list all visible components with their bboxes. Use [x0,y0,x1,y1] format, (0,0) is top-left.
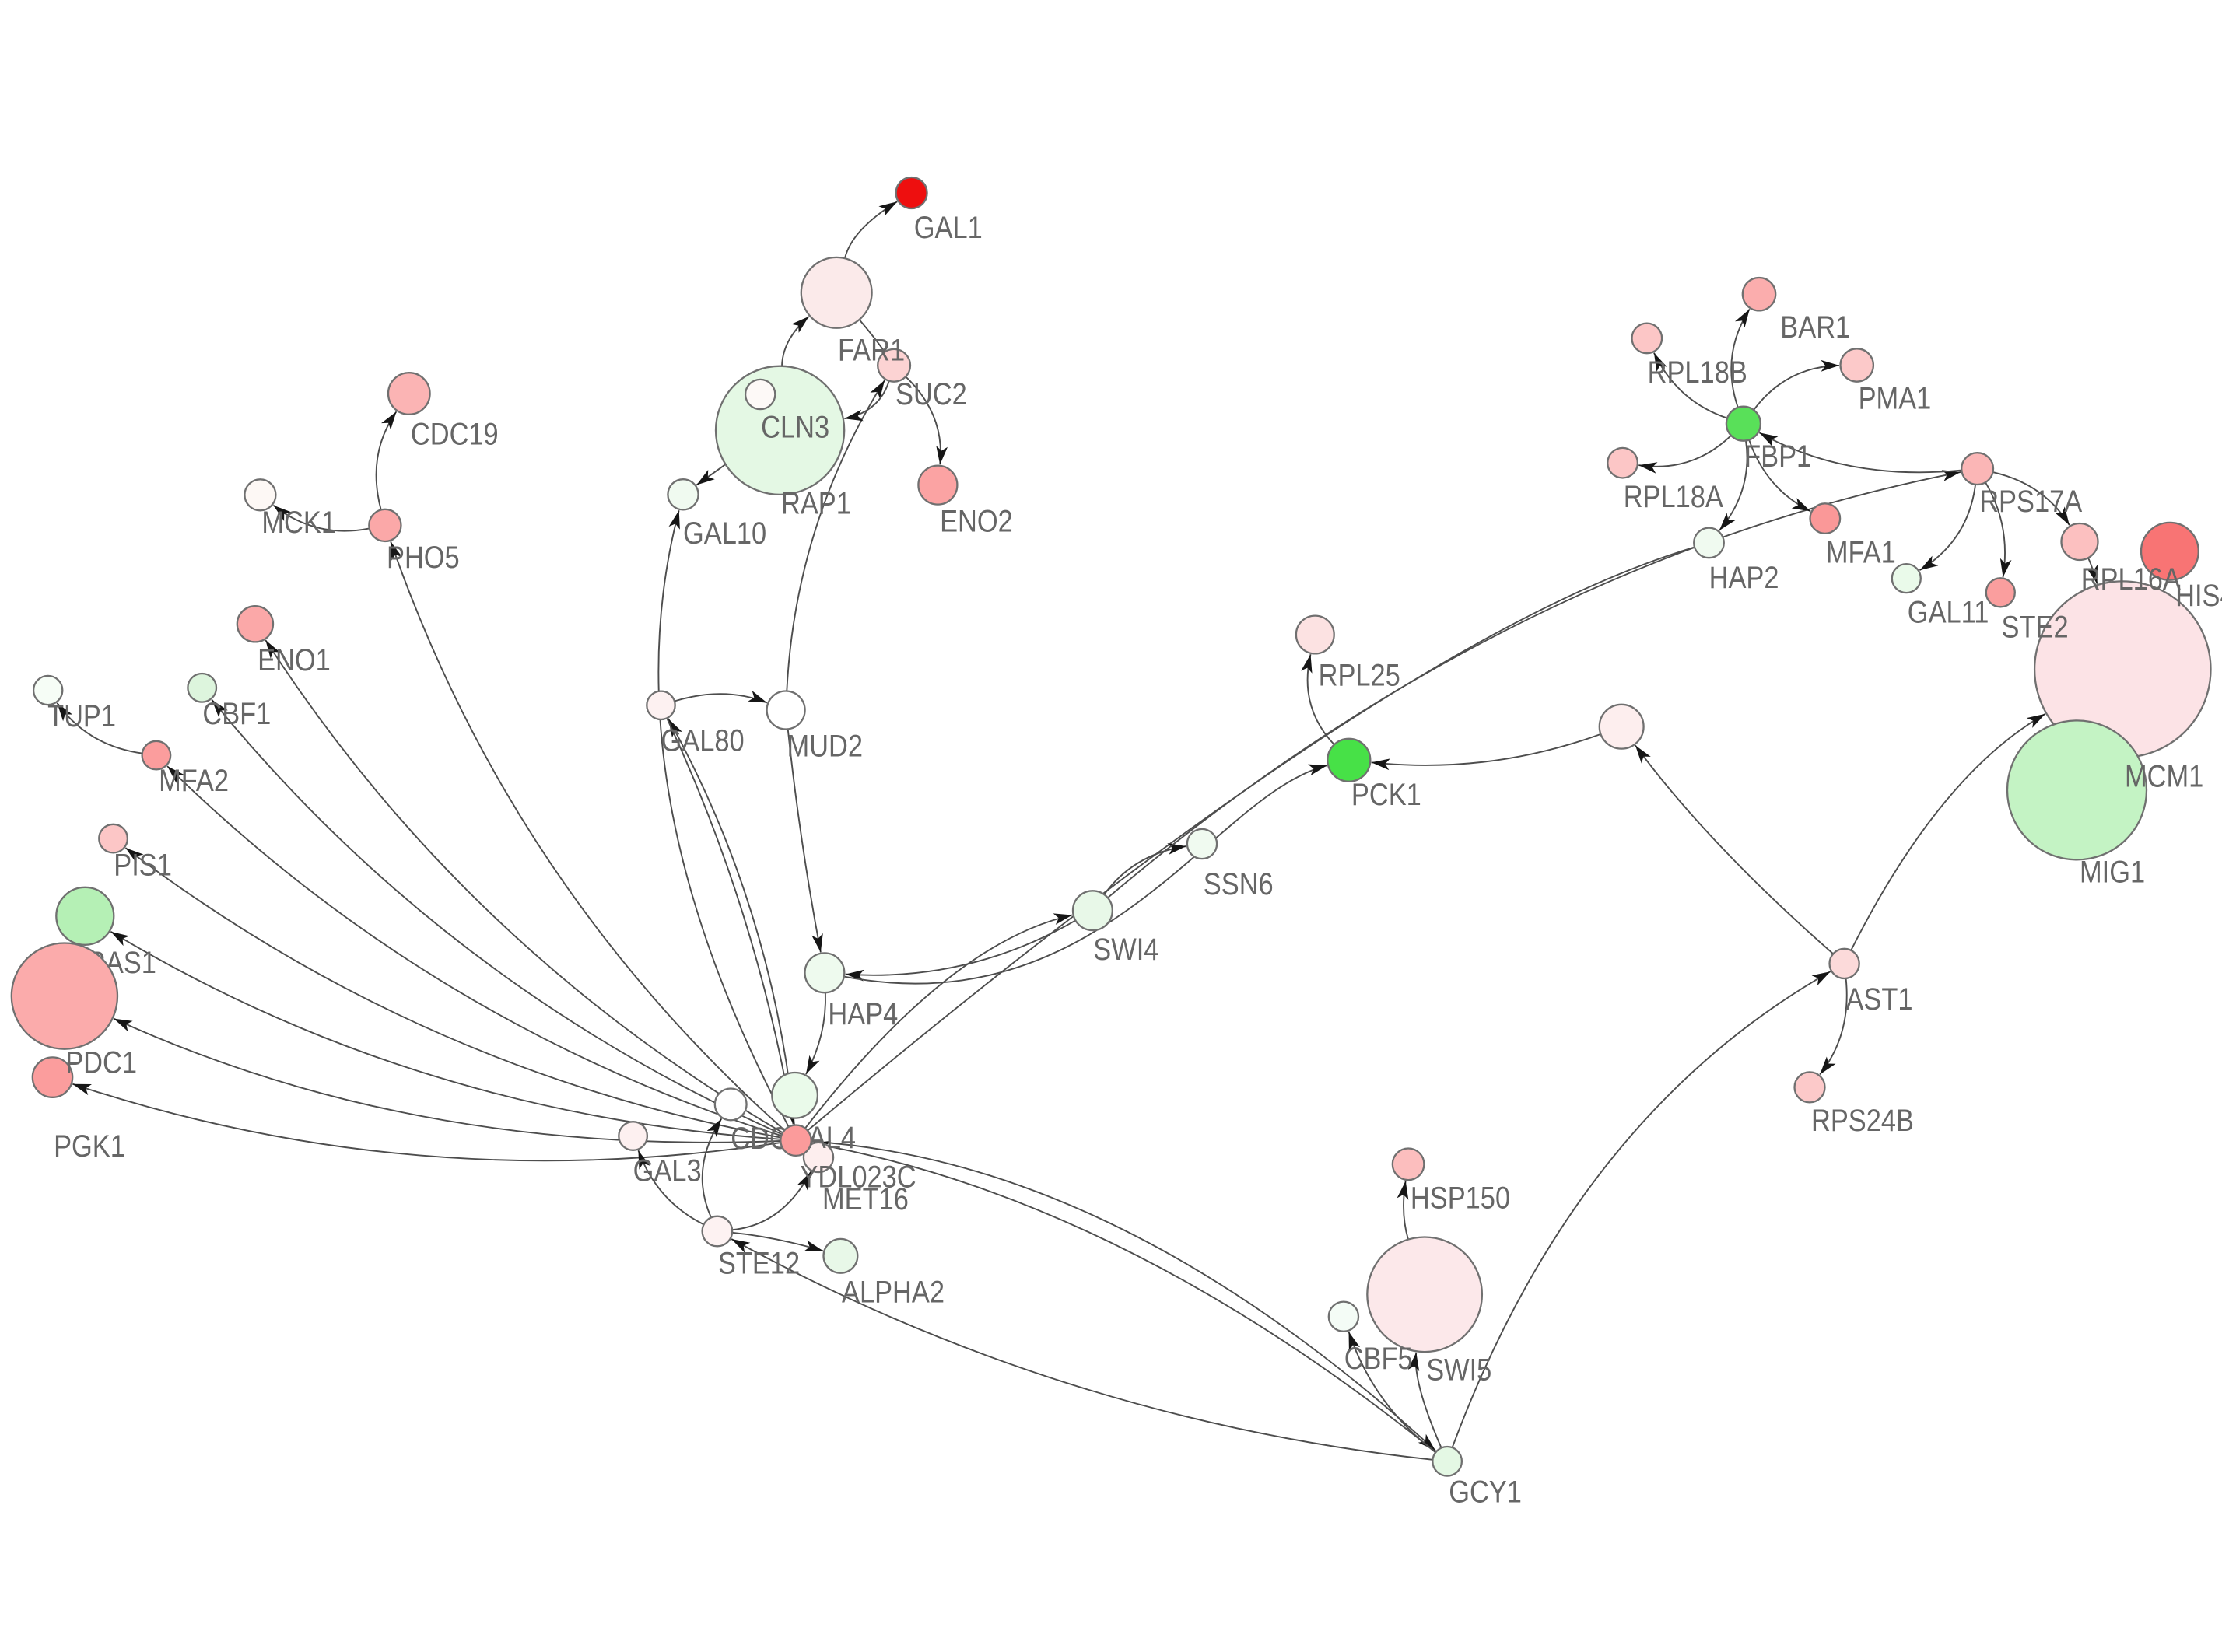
svg-text:GAL3: GAL3 [633,1154,702,1188]
svg-text:STE12: STE12 [718,1246,800,1280]
svg-text:YDL023C: YDL023C [800,1160,916,1195]
svg-text:RPL18B: RPL18B [1648,355,1747,390]
svg-text:TUP1: TUP1 [47,699,116,733]
svg-text:MUD2: MUD2 [787,730,864,764]
svg-text:RPL16A: RPL16A [2081,562,2181,597]
svg-text:CBF1: CBF1 [202,697,271,731]
svg-text:SWI5: SWI5 [1426,1353,1491,1387]
svg-text:FBP1: FBP1 [1744,439,1811,474]
svg-text:MCM1: MCM1 [2125,760,2203,794]
svg-text:CDC19: CDC19 [411,418,499,452]
svg-text:ENO1: ENO1 [258,643,331,677]
svg-text:SSN6: SSN6 [1204,867,1274,901]
svg-text:ALPHA2: ALPHA2 [842,1275,945,1309]
svg-text:RPS17A: RPS17A [1979,485,2082,519]
svg-text:GAL80: GAL80 [661,724,745,758]
svg-text:MIG1: MIG1 [2080,856,2145,890]
svg-text:SWI4: SWI4 [1093,933,1158,967]
svg-text:PIS1: PIS1 [114,848,172,882]
svg-text:GAL1: GAL1 [914,211,983,245]
svg-text:RPL18A: RPL18A [1624,480,1723,514]
svg-text:BAR1: BAR1 [1780,310,1850,345]
svg-text:CBF5: CBF5 [1344,1342,1413,1376]
svg-text:STE2: STE2 [2002,611,2069,645]
svg-text:GAL10: GAL10 [683,516,766,551]
svg-text:ENO2: ENO2 [940,504,1013,538]
svg-text:HAP2: HAP2 [1709,561,1779,595]
svg-text:GAL11: GAL11 [1908,595,1989,629]
svg-text:RPS24B: RPS24B [1811,1104,1914,1138]
svg-text:PHO5: PHO5 [387,541,460,575]
svg-text:HSP150: HSP150 [1411,1181,1510,1215]
svg-text:RAP1: RAP1 [781,486,851,520]
svg-text:MFA2: MFA2 [159,764,229,798]
svg-text:HAP4: HAP4 [828,997,898,1031]
svg-text:FAR1: FAR1 [838,333,905,367]
svg-text:PGK1: PGK1 [54,1129,125,1164]
svg-text:GCY1: GCY1 [1449,1475,1522,1510]
svg-text:PMA1: PMA1 [1859,382,1932,416]
svg-text:MFA1: MFA1 [1826,535,1896,569]
svg-text:MET16: MET16 [822,1182,909,1216]
svg-text:RPL25: RPL25 [1319,658,1400,692]
svg-text:SUC2: SUC2 [895,377,967,411]
svg-text:AST1: AST1 [1845,982,1912,1017]
svg-text:MCK1: MCK1 [261,506,336,540]
svg-text:PDC1: PDC1 [65,1045,137,1080]
svg-text:HIS4: HIS4 [2175,579,2222,613]
svg-text:PCK1: PCK1 [1351,778,1421,812]
svg-text:CLN3: CLN3 [761,410,829,444]
